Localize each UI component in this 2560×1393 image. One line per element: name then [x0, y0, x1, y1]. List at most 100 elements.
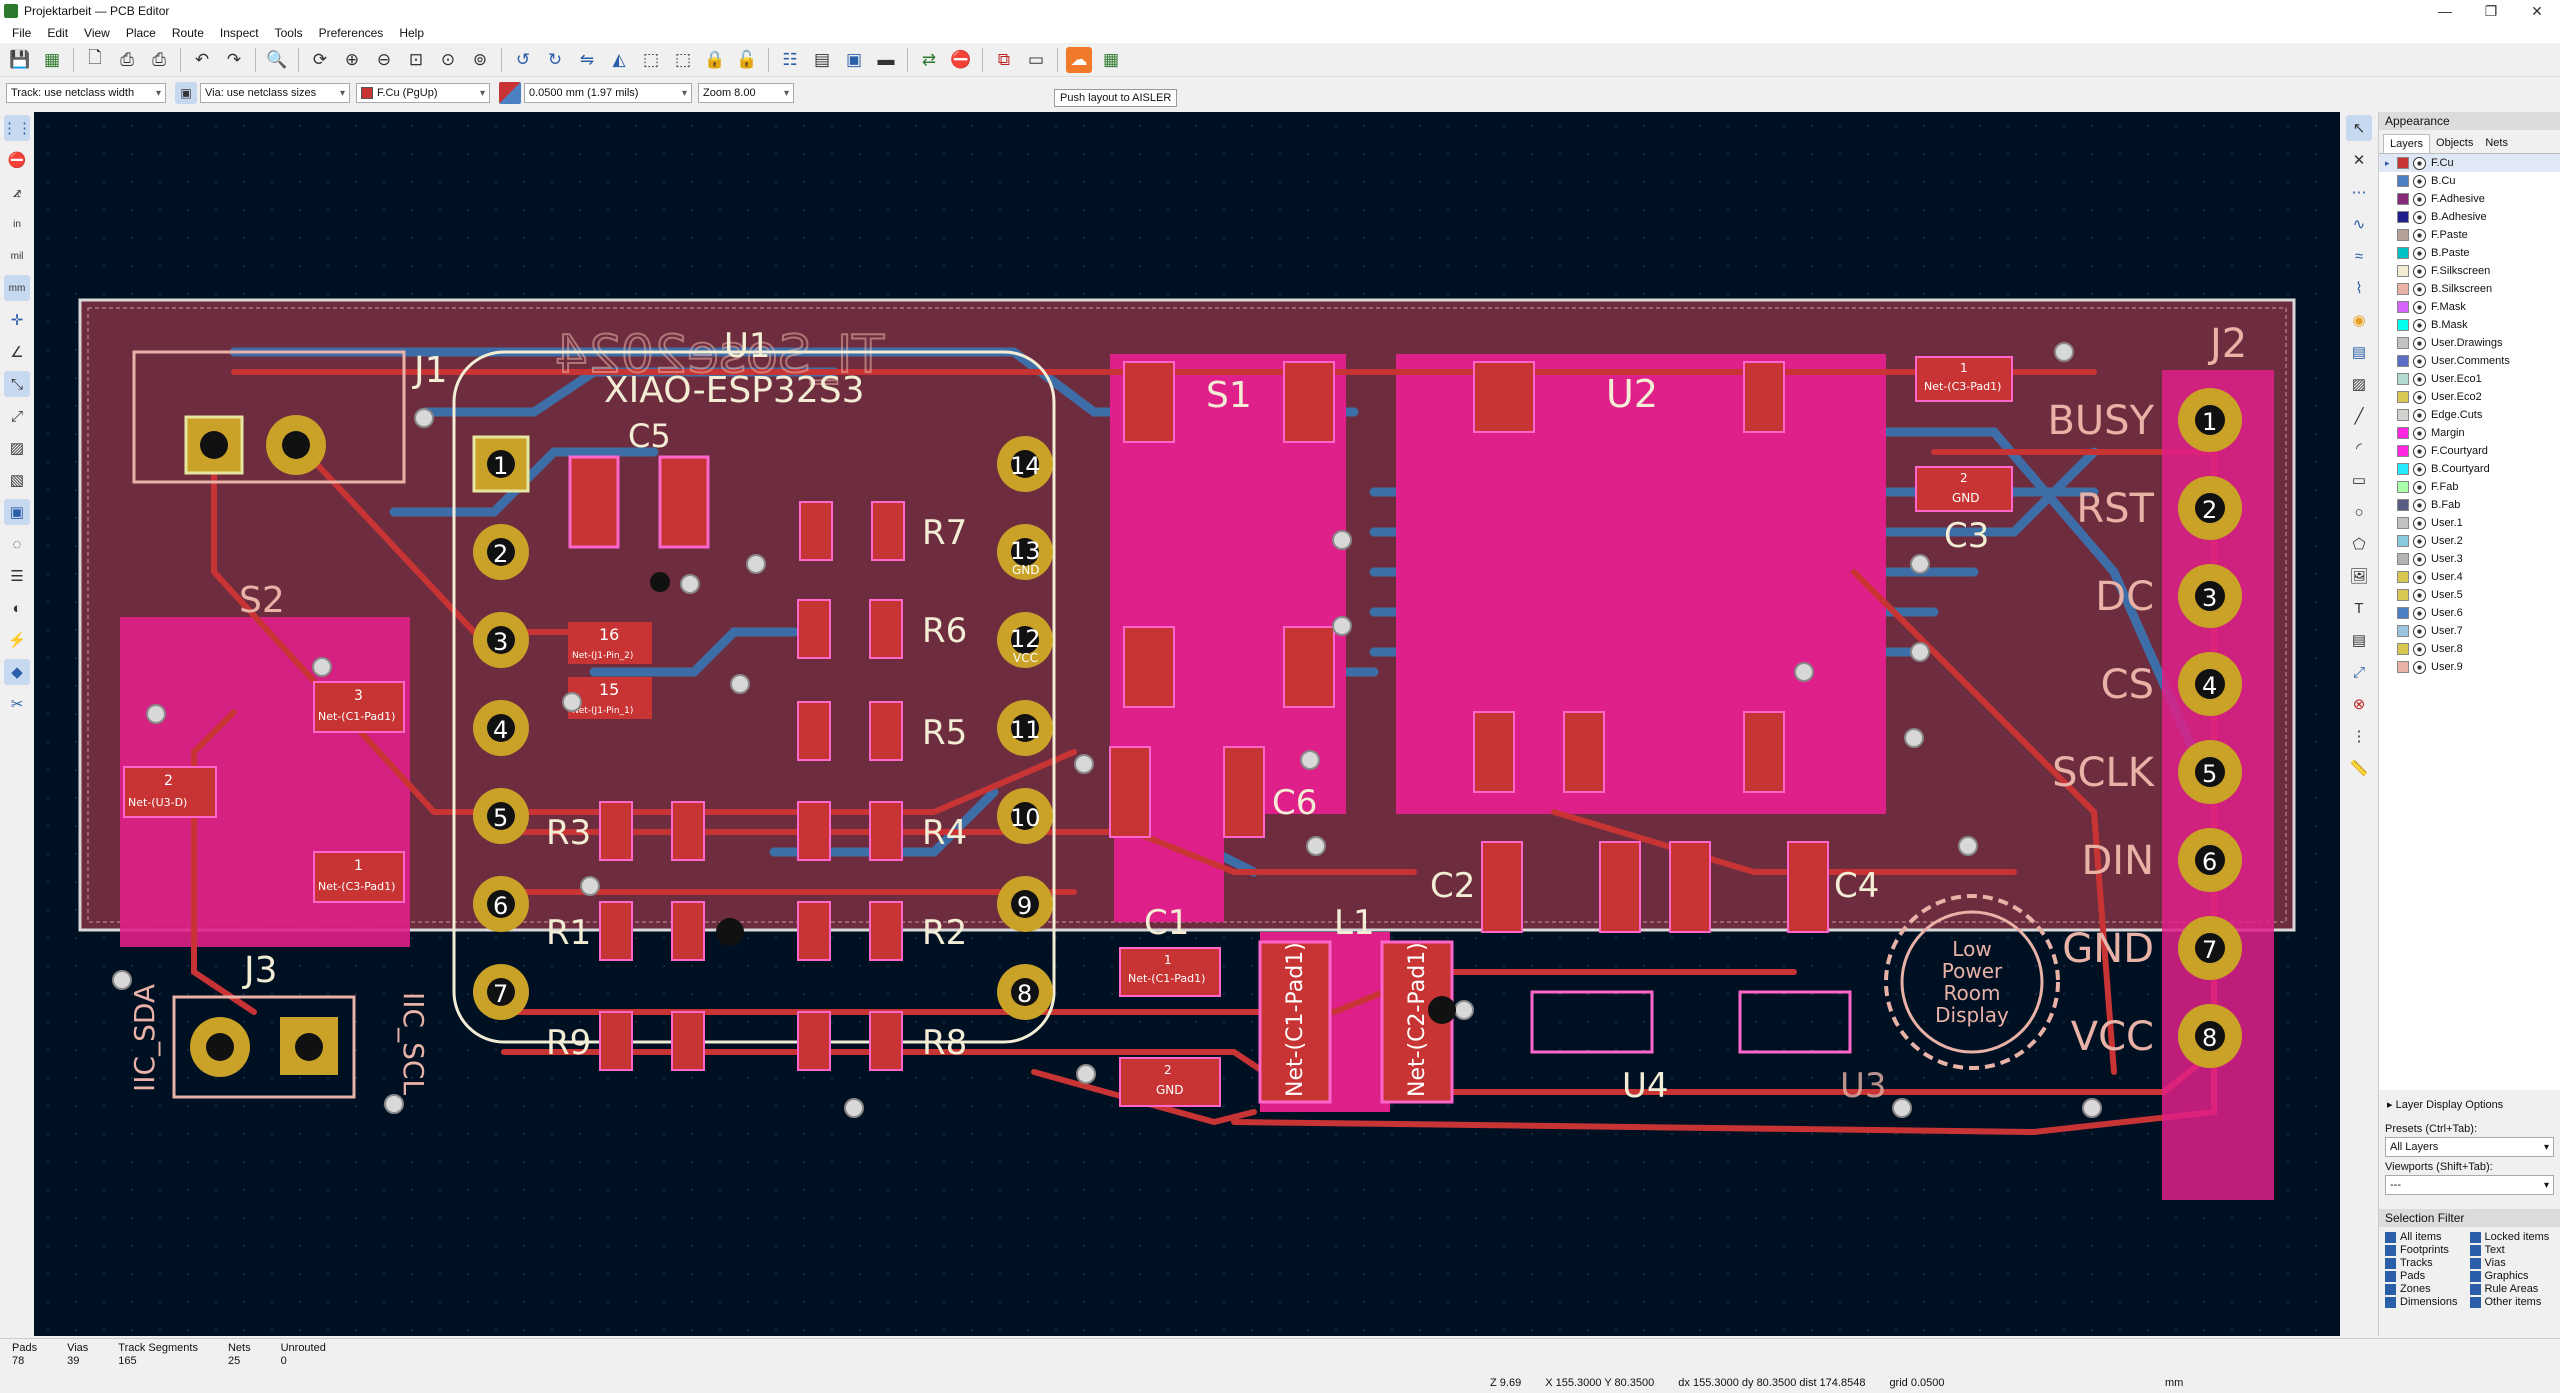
visibility-eye-icon[interactable]: [2413, 642, 2426, 656]
selection-filter-checkbox[interactable]: Tracks: [2385, 1257, 2470, 1269]
layer-color-swatch[interactable]: [2397, 409, 2409, 421]
selection-filter-checkbox[interactable]: All items: [2385, 1231, 2470, 1243]
grid-select[interactable]: 0.0500 mm (1.97 mils): [524, 83, 692, 103]
visibility-eye-icon[interactable]: [2413, 498, 2426, 512]
zoom-objects-icon[interactable]: ⊙: [440, 49, 456, 69]
selection-filter-checkbox[interactable]: Text: [2469, 1244, 2555, 1256]
via-size-select[interactable]: Via: use netclass sizes: [200, 83, 350, 103]
layer-color-swatch[interactable]: [2397, 373, 2409, 385]
high-contrast-icon[interactable]: ◐: [12, 599, 22, 617]
visibility-eye-icon[interactable]: [2413, 606, 2426, 620]
layer-row[interactable]: User.1: [2379, 514, 2560, 532]
layer-row[interactable]: User.4: [2379, 568, 2560, 586]
layer-row[interactable]: F.Mask: [2379, 298, 2560, 316]
selection-filter-checkbox[interactable]: Vias: [2469, 1257, 2555, 1269]
selection-filter-checkbox[interactable]: Graphics: [2469, 1270, 2555, 1282]
layer-color-swatch[interactable]: [2397, 247, 2409, 259]
layer-row[interactable]: User.Eco2: [2379, 388, 2560, 406]
pad-fill-icon[interactable]: ▣: [4, 499, 30, 525]
footprint-browser-icon[interactable]: ▣: [845, 49, 863, 69]
measure-tool-icon[interactable]: 📏: [2349, 760, 2369, 777]
draw-circle-icon[interactable]: ○: [2354, 503, 2364, 521]
tab-nets[interactable]: Nets: [2485, 137, 2508, 149]
select-tool-icon[interactable]: ↖: [2346, 115, 2372, 141]
undo-icon[interactable]: ↶: [194, 49, 210, 69]
visibility-eye-icon[interactable]: [2413, 516, 2426, 530]
layer-row[interactable]: User.7: [2379, 622, 2560, 640]
layer-pair-icon[interactable]: [499, 82, 521, 104]
layer-color-swatch[interactable]: [2397, 391, 2409, 403]
layer-color-swatch[interactable]: [2397, 625, 2409, 637]
drc-marker-icon[interactable]: ⛔: [7, 152, 27, 169]
zoom-select[interactable]: Zoom 8.00: [698, 83, 794, 103]
pcb-canvas[interactable]: TI_Sose2024 U1 XIAO-ESP32S3 J1 1 2 3 4 5…: [34, 112, 2340, 1336]
layer-row[interactable]: B.Fab: [2379, 496, 2560, 514]
layer-color-swatch[interactable]: [2397, 535, 2409, 547]
rotate-cw-icon[interactable]: ↻: [547, 49, 563, 69]
grid-toggle-icon[interactable]: ⋮⋮: [2, 115, 32, 141]
maximize-button[interactable]: ❐: [2484, 2, 2498, 19]
layer-row[interactable]: User.2: [2379, 532, 2560, 550]
add-text-icon[interactable]: T: [2354, 599, 2364, 617]
units-mil-icon[interactable]: mil: [10, 250, 24, 262]
layer-color-swatch[interactable]: [2397, 283, 2409, 295]
layer-row[interactable]: F.Silkscreen: [2379, 262, 2560, 280]
add-rule-area-icon[interactable]: ▨: [2351, 376, 2367, 393]
polar-coords-icon[interactable]: ⦨: [12, 183, 22, 201]
layer-display-options-toggle[interactable]: ▸ Layer Display Options: [2387, 1099, 2504, 1111]
visibility-eye-icon[interactable]: [2413, 426, 2426, 440]
properties-icon[interactable]: ✂: [10, 696, 24, 713]
layer-color-swatch[interactable]: [2397, 319, 2409, 331]
layer-color-swatch[interactable]: [2397, 265, 2409, 277]
layer-color-swatch[interactable]: [2397, 553, 2409, 565]
netlist-icon[interactable]: ☷: [782, 49, 798, 69]
selection-filter-checkbox[interactable]: Footprints: [2385, 1244, 2470, 1256]
zone-fill-icon[interactable]: ▨: [9, 440, 25, 457]
visibility-eye-icon[interactable]: [2413, 588, 2426, 602]
menu-file[interactable]: File: [12, 25, 32, 40]
tune-length-icon[interactable]: ⌇: [2355, 280, 2363, 297]
auto-width-icon[interactable]: ▣: [175, 82, 197, 104]
add-via-icon[interactable]: ◉: [2352, 312, 2366, 329]
layer-row[interactable]: B.Paste: [2379, 244, 2560, 262]
selection-filter-checkbox[interactable]: Dimensions: [2385, 1296, 2470, 1308]
visibility-eye-icon[interactable]: [2413, 300, 2426, 314]
via-outline-icon[interactable]: ◌: [12, 535, 22, 553]
visibility-eye-icon[interactable]: [2413, 552, 2426, 566]
draw-line-icon[interactable]: ╱: [2354, 408, 2364, 425]
menu-place[interactable]: Place: [125, 25, 156, 40]
layer-row[interactable]: User.3: [2379, 550, 2560, 568]
visibility-eye-icon[interactable]: [2413, 246, 2426, 260]
layer-color-swatch[interactable]: [2397, 355, 2409, 367]
layer-color-swatch[interactable]: [2397, 211, 2409, 223]
ungroup-icon[interactable]: ⬚: [674, 49, 692, 69]
layer-row[interactable]: User.9: [2379, 658, 2560, 676]
visibility-eye-icon[interactable]: [2413, 390, 2426, 404]
group-icon[interactable]: ⬚: [642, 49, 660, 69]
tab-layers[interactable]: Layers: [2383, 134, 2431, 153]
layer-row[interactable]: F.Courtyard: [2379, 442, 2560, 460]
layer-color-swatch[interactable]: [2397, 463, 2409, 475]
visibility-eye-icon[interactable]: [2413, 480, 2426, 494]
plugin-icon[interactable]: ▦: [1102, 49, 1120, 69]
layer-row[interactable]: F.Adhesive: [2379, 190, 2560, 208]
menu-edit[interactable]: Edit: [47, 25, 69, 40]
add-zone-icon[interactable]: ▤: [2351, 344, 2367, 361]
layer-row[interactable]: F.Paste: [2379, 226, 2560, 244]
3d-viewer-icon[interactable]: ▬: [877, 49, 895, 69]
layer-row[interactable]: B.Cu: [2379, 172, 2560, 190]
track-width-select[interactable]: Track: use netclass width: [6, 83, 166, 103]
layer-color-swatch[interactable]: [2397, 499, 2409, 511]
redo-icon[interactable]: ↷: [226, 49, 242, 69]
visibility-eye-icon[interactable]: [2413, 174, 2426, 188]
layer-row[interactable]: Edge.Cuts: [2379, 406, 2560, 424]
selection-filter-checkbox[interactable]: Locked items: [2469, 1231, 2555, 1243]
visibility-eye-icon[interactable]: [2413, 156, 2426, 170]
viewports-select[interactable]: ---: [2385, 1175, 2554, 1195]
layer-row[interactable]: B.Adhesive: [2379, 208, 2560, 226]
layer-color-swatch[interactable]: [2397, 229, 2409, 241]
visibility-eye-icon[interactable]: [2413, 318, 2426, 332]
plot-icon[interactable]: ⎙: [152, 49, 166, 69]
visibility-eye-icon[interactable]: [2413, 660, 2426, 674]
mirror-icon[interactable]: ◭: [612, 49, 626, 69]
